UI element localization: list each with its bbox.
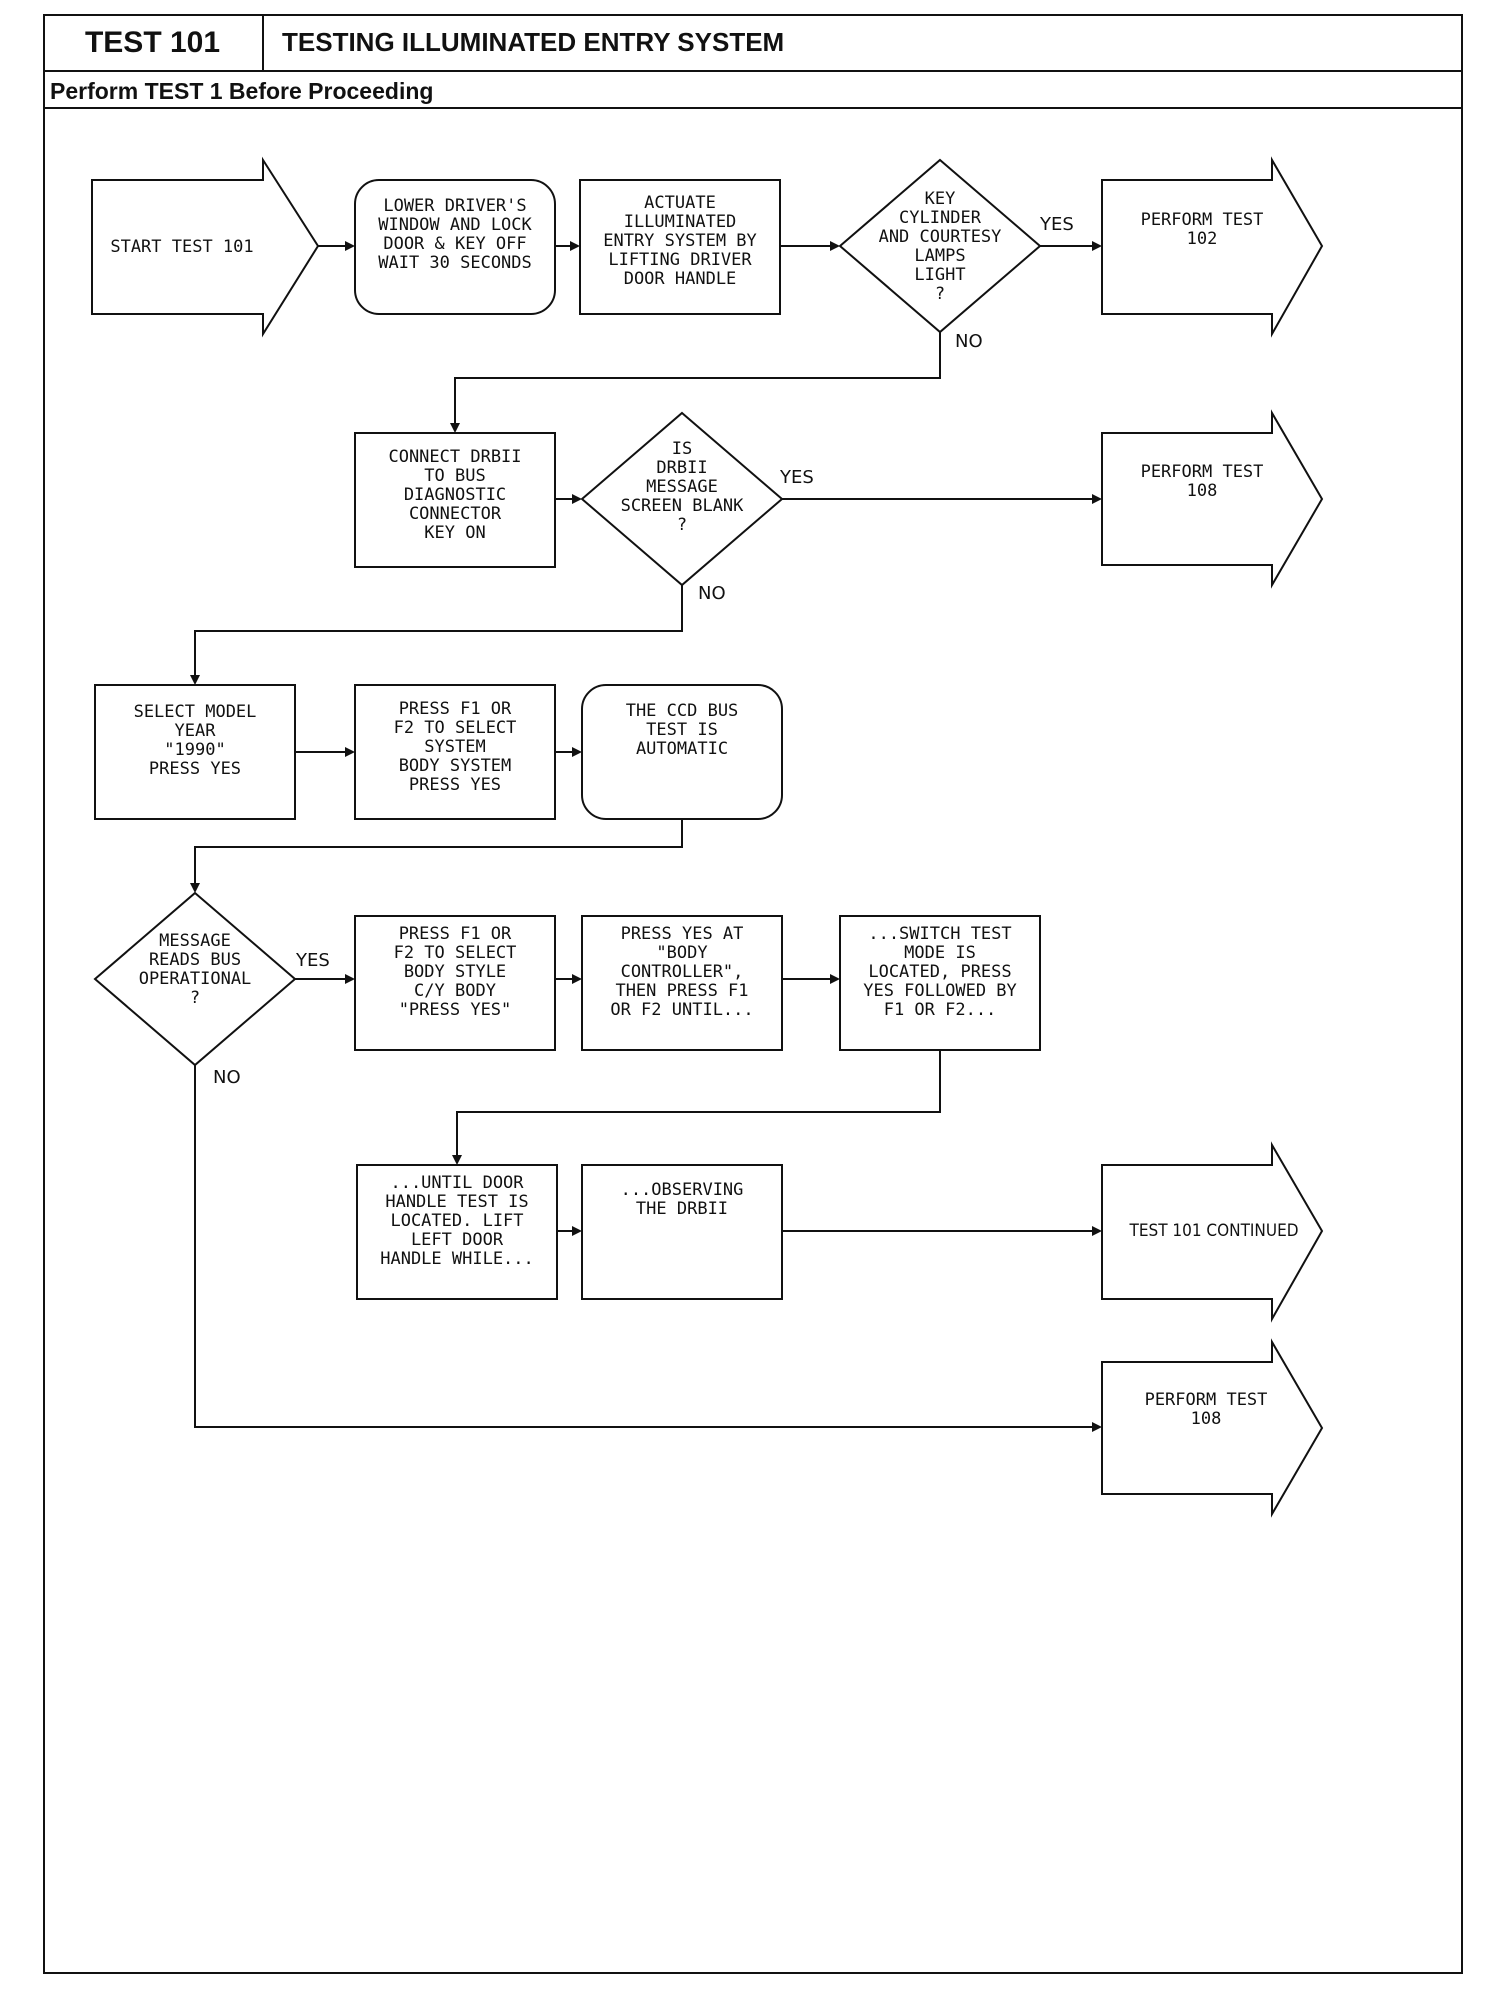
select-style-box: [354, 915, 556, 1051]
connector: [194, 585, 683, 679]
select-system-label: PRESS F1 OR F2 TO SELECT SYSTEM BODY SYS…: [393, 698, 517, 795]
yes-label: YES: [1040, 214, 1074, 235]
arrowhead: [345, 241, 355, 251]
observing-label: ...OBSERVING THE DRBII: [620, 1180, 744, 1219]
arrowhead: [572, 1226, 582, 1236]
perform-108-arrow-shape-b: [1101, 1338, 1324, 1518]
body-controller-box: [581, 915, 783, 1051]
connector: [456, 1050, 941, 1159]
lower-window-label: LOWER DRIVER'S WINDOW AND LOCK DOOR & KE…: [378, 196, 532, 273]
door-handle-test-box: [356, 1164, 558, 1300]
arrowhead: [572, 747, 582, 757]
arrowhead: [1092, 241, 1102, 251]
connector: [194, 819, 683, 887]
start-label: START TEST 101: [110, 236, 254, 257]
arrowhead: [190, 883, 200, 893]
arrowhead: [190, 675, 200, 685]
test-number: TEST 101: [43, 14, 264, 71]
continued-label: TEST 101 CONTINUED: [1129, 1220, 1299, 1241]
yes-label: YES: [780, 467, 814, 488]
screen-question-label: IS DRBII MESSAGE SCREEN BLANK ?: [620, 438, 744, 535]
start-arrow-shape: [91, 156, 320, 338]
page-title: TESTING ILLUMINATED ENTRY SYSTEM: [282, 27, 785, 57]
actuate-box: [579, 179, 781, 315]
switch-test-box: [839, 915, 1041, 1051]
ccd-auto-label: THE CCD BUS TEST IS AUTOMATIC: [625, 700, 739, 759]
perform-108-label-a: PERFORM TEST 108: [1140, 462, 1264, 501]
select-model-label: SELECT MODEL YEAR "1990" PRESS YES: [133, 702, 257, 779]
select-model-box: [94, 684, 296, 820]
select-system-box: [354, 684, 556, 820]
perform-108-arrow-shape-a: [1101, 409, 1324, 589]
connector: [194, 1065, 1096, 1428]
lamps-question-label: KEY CYLINDER AND COURTESY LAMPS LIGHT ?: [878, 189, 1002, 304]
no-label: NO: [213, 1067, 241, 1088]
observing-box: [581, 1164, 783, 1300]
select-style-label: PRESS F1 OR F2 TO SELECT BODY STYLE C/Y …: [393, 923, 517, 1020]
perform-102-arrow-shape: [1101, 156, 1324, 338]
subtitle-divider: [43, 107, 1463, 109]
arrowhead: [345, 747, 355, 757]
arrowhead: [1092, 494, 1102, 504]
header-divider: [43, 70, 1463, 72]
yes-label: YES: [296, 950, 330, 971]
arrowhead: [572, 974, 582, 984]
page-subtitle: Perform TEST 1 Before Proceeding: [50, 77, 434, 104]
arrowhead: [450, 423, 460, 433]
connector: [454, 332, 941, 427]
switch-test-label: ...SWITCH TEST MODE IS LOCATED, PRESS YE…: [863, 923, 1017, 1020]
connect-drbii-label: CONNECT DRBII TO BUS DIAGNOSTIC CONNECTO…: [388, 446, 522, 543]
no-label: NO: [955, 331, 983, 352]
arrowhead: [830, 974, 840, 984]
arrowhead: [452, 1155, 462, 1165]
body-controller-label: PRESS YES AT "BODY CONTROLLER", THEN PRE…: [610, 923, 754, 1020]
arrowhead: [830, 241, 840, 251]
arrowhead: [1092, 1422, 1102, 1432]
perform-102-label: PERFORM TEST 102: [1140, 210, 1264, 249]
arrowhead: [572, 494, 582, 504]
arrowhead: [1092, 1226, 1102, 1236]
page-frame: [43, 14, 1463, 1974]
perform-108-label-b: PERFORM TEST 108: [1144, 1390, 1268, 1429]
continued-arrow-shape: [1101, 1141, 1324, 1323]
bus-question-label: MESSAGE READS BUS OPERATIONAL ?: [138, 931, 252, 1008]
arrowhead: [570, 241, 580, 251]
actuate-label: ACTUATE ILLUMINATED ENTRY SYSTEM BY LIFT…: [603, 192, 757, 289]
arrowhead: [345, 974, 355, 984]
no-label: NO: [698, 583, 726, 604]
door-handle-test-label: ...UNTIL DOOR HANDLE TEST IS LOCATED. LI…: [380, 1172, 534, 1269]
